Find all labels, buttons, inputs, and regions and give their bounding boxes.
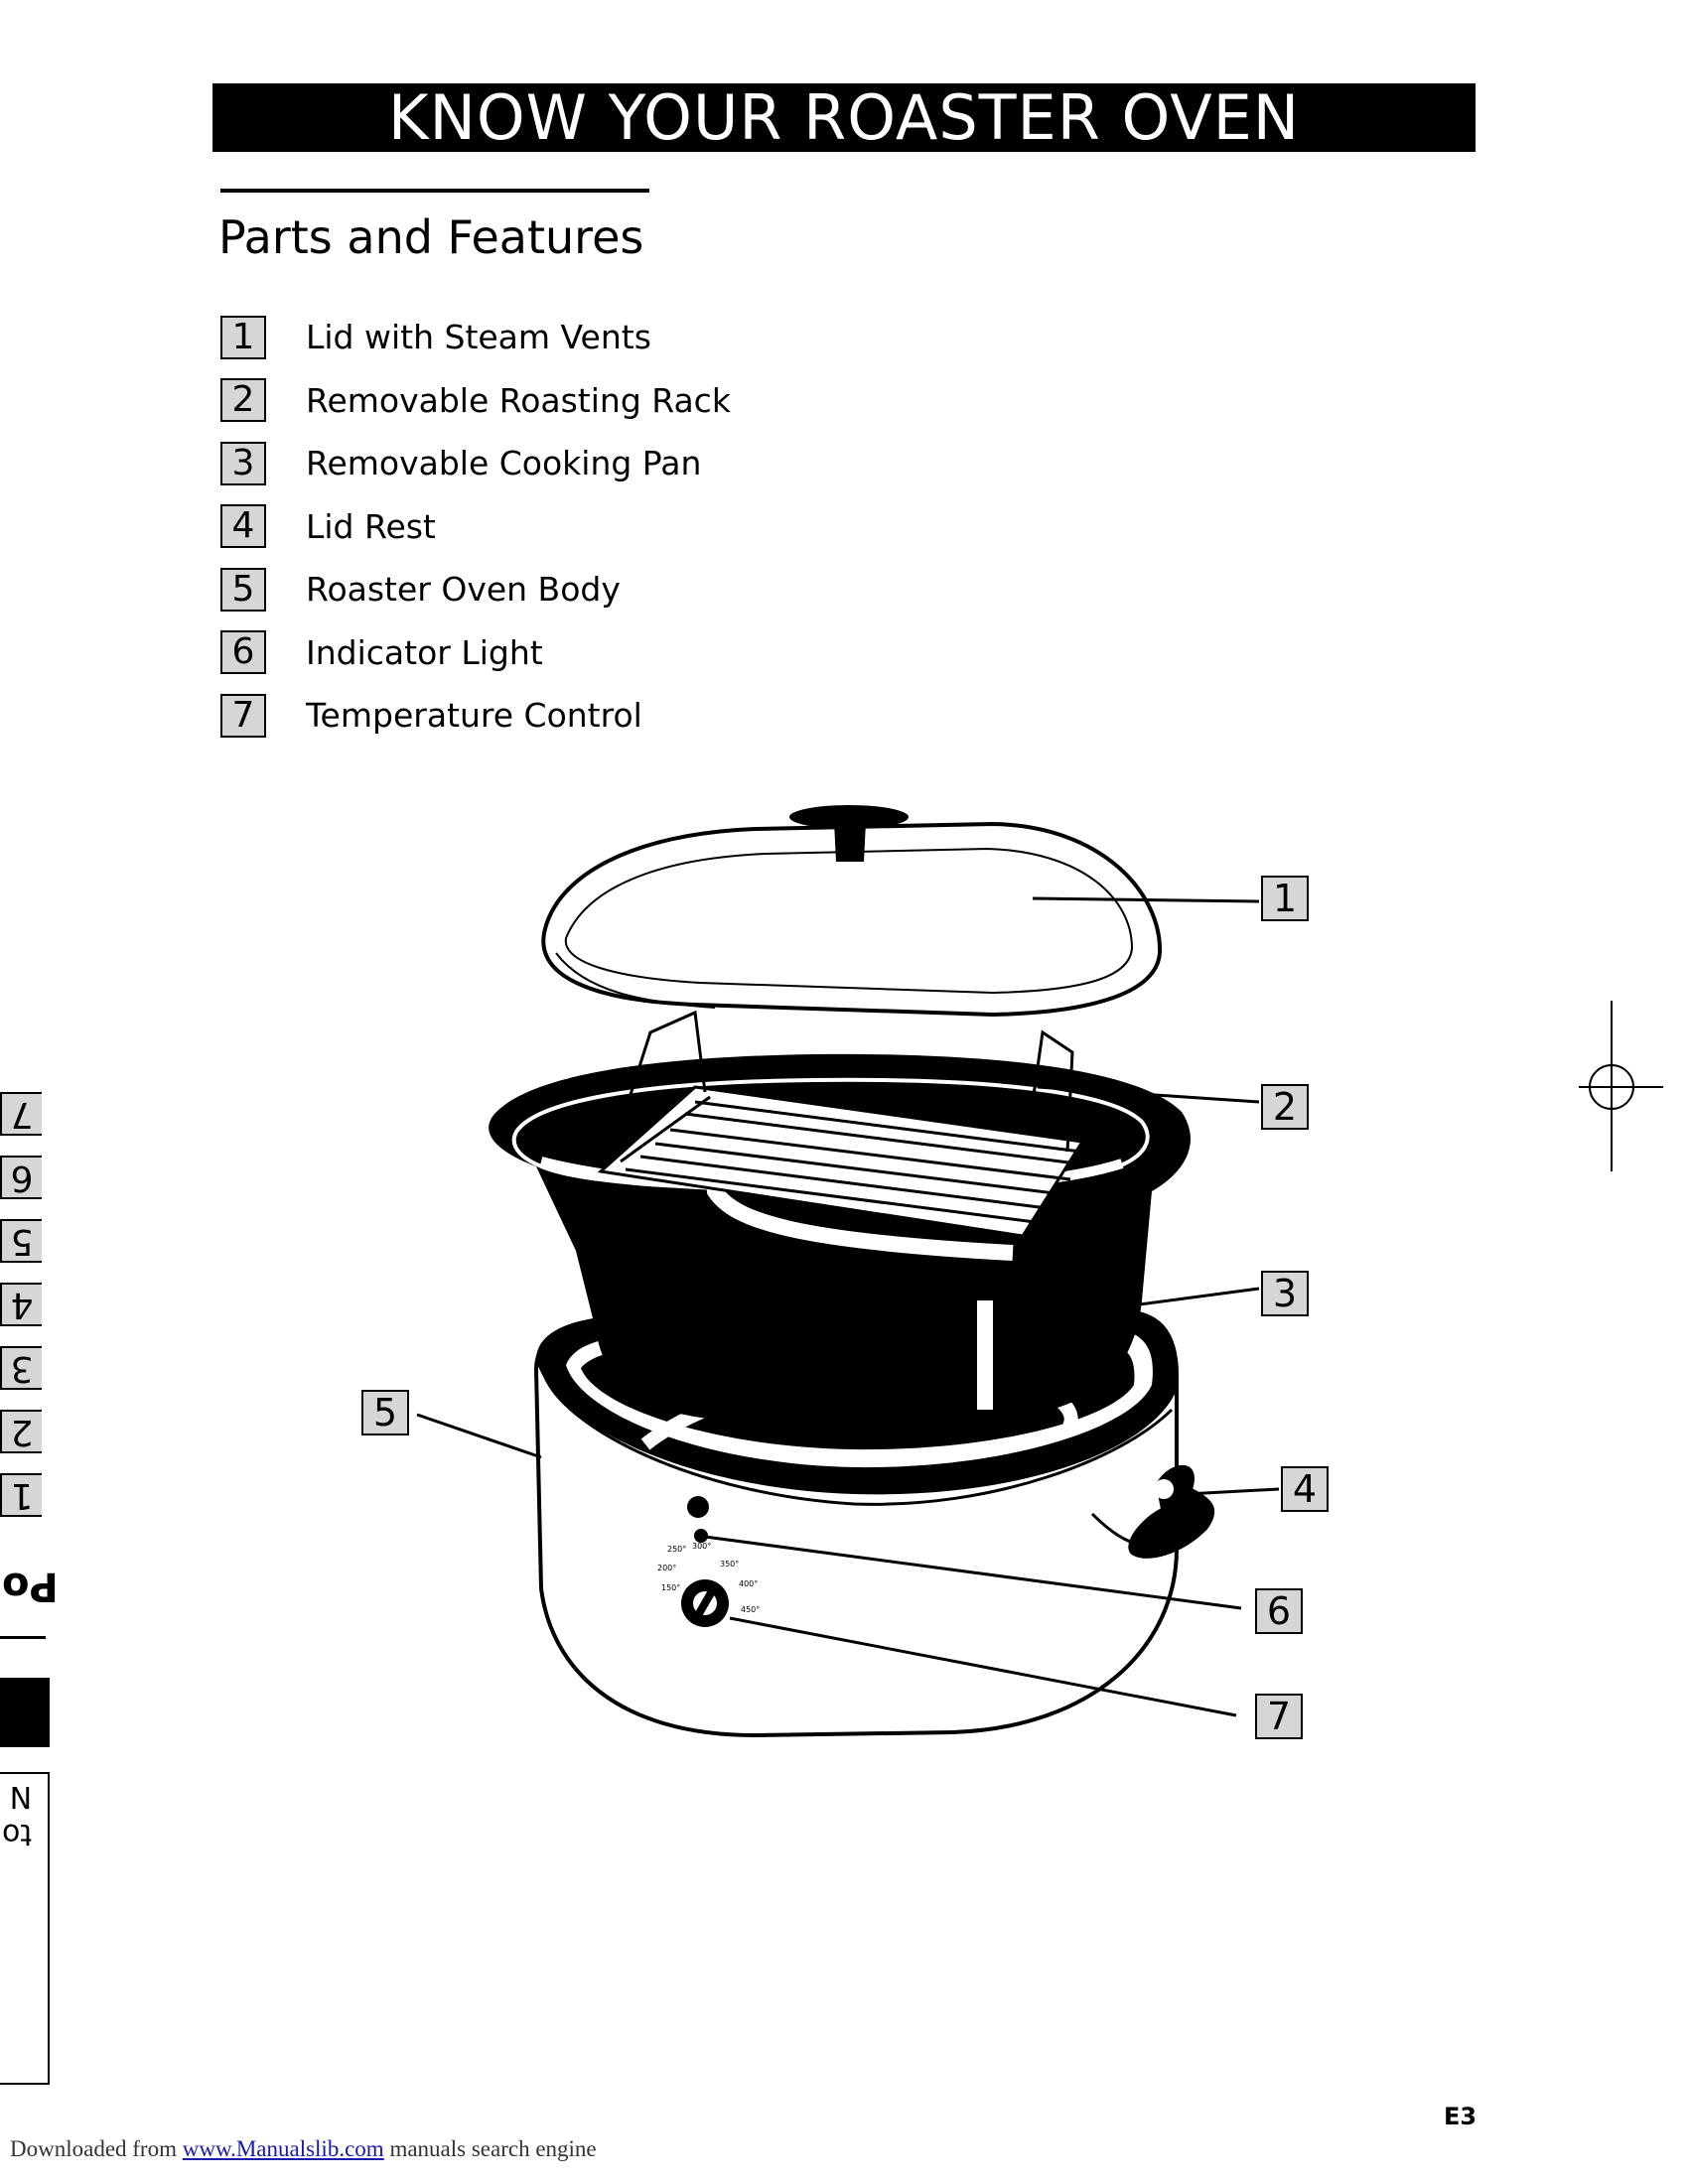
brand-logo-icon [687,1496,709,1518]
dial-temp-label: 400° [739,1579,758,1588]
dial-temp-label: 450° [741,1605,760,1614]
side-note-line: N [9,1779,33,1814]
part-number: 4 [220,504,266,549]
dial-temp-label: 350° [720,1560,739,1569]
part-number: 5 [220,567,266,612]
side-tab: 7 [0,1092,42,1136]
part-number: 6 [220,630,266,675]
callout-4: 4 [1281,1466,1329,1512]
side-tab: 1 [0,1473,42,1517]
side-tab: 3 [0,1346,42,1390]
side-black-bar [0,1678,50,1747]
footer-link[interactable]: www.Manualslib.com [182,2136,384,2161]
footer-suffix: manuals search engine [383,2136,597,2161]
page-title: KNOW YOUR ROASTER OVEN [387,81,1301,154]
side-note-box [0,1772,50,2085]
part-label: Lid with Steam Vents [306,318,651,357]
dial-temp-label: 250° [667,1545,686,1554]
side-rule [0,1636,46,1639]
indicator-light-icon [694,1529,708,1543]
part-item: 1 Lid with Steam Vents [220,306,731,369]
dial-temp-label: 150° [661,1583,680,1592]
part-number: 7 [220,693,266,738]
parts-list: 1 Lid with Steam Vents 2 Removable Roastin… [220,306,731,748]
dial-temp-label: 300° [692,1542,711,1551]
page-number: E3 [1444,2103,1477,2130]
part-label: Roaster Oven Body [306,570,621,610]
side-tab: 4 [0,1283,42,1326]
part-number: 3 [220,441,266,485]
section-rule [220,189,649,193]
part-item: 6 Indicator Light [220,621,731,685]
dial-temperature-labels: 150° 200° 250° 300° 350° 400° 450° [657,1542,760,1614]
roasting-rack-drawing [597,1010,1085,1238]
part-item: 2 Removable Roasting Rack [220,369,731,433]
footer: Downloaded from www.Manualslib.com manua… [10,2136,597,2162]
part-number: 2 [220,378,266,423]
part-item: 3 Removable Cooking Pan [220,432,731,495]
side-tab: 5 [0,1219,42,1263]
part-item: 4 Lid Rest [220,495,731,559]
part-label: Indicator Light [306,632,543,672]
part-label: Temperature Control [306,696,642,736]
callout-leader-lines [416,896,1280,1717]
side-note-line: to [2,1817,33,1851]
footer-prefix: Downloaded from [10,2136,183,2161]
callout-7: 7 [1255,1694,1303,1739]
part-item: 5 Roaster Oven Body [220,558,731,621]
dial-temp-label: 200° [657,1564,676,1572]
side-note-fragment: to N [2,1777,32,1852]
part-label: Lid Rest [306,506,436,546]
side-heading-fragment: Po [2,1564,59,1609]
part-item: 7 Temperature Control [220,684,731,748]
part-label: Removable Cooking Pan [306,444,702,483]
callout-6: 6 [1255,1588,1303,1634]
part-label: Removable Roasting Rack [306,380,731,420]
callout-3: 3 [1261,1271,1309,1316]
registration-mark-icon [1579,1001,1663,1171]
lid-drawing [541,805,1163,1018]
side-tab: 2 [0,1410,42,1453]
callout-1: 1 [1261,876,1309,921]
part-number: 1 [220,315,266,359]
callout-5: 5 [361,1390,409,1435]
side-tab: 6 [0,1156,42,1199]
callout-2: 2 [1261,1084,1309,1130]
page-title-bar: KNOW YOUR ROASTER OVEN [212,83,1476,152]
section-title: Parts and Features [218,210,644,264]
